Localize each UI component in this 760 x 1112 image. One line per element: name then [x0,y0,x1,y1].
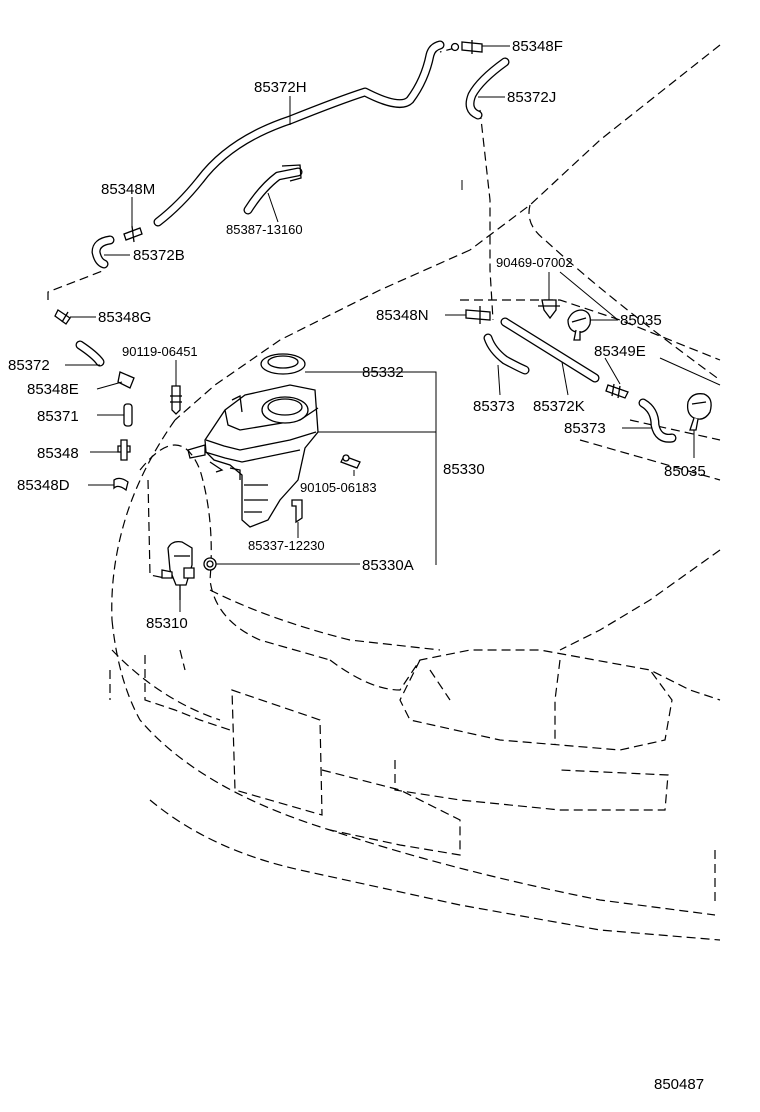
connector-85348M [123,225,143,243]
label-85348E: 85348E [27,381,79,398]
label-85348F: 85348F [512,38,563,55]
connector-85348G [54,309,71,325]
label-85348G: 85348G [98,309,151,326]
washer-pump-85310 [161,540,195,600]
label-85371: 85371 [37,408,79,425]
clip-90105-06183 [340,454,361,469]
label-85348N: 85348N [376,307,429,324]
connector-85348F [450,40,483,54]
label-85332: 85332 [362,364,404,381]
label-85372: 85372 [8,357,50,374]
vehicle-outline [47,44,721,941]
part-labels: 85348F 85372H 85372J 85348M 85387-13160 … [8,38,706,1093]
washer-nozzle-85035-lower [686,393,712,431]
bracket-85337-12230 [291,499,303,524]
hose-routing-lines [439,47,494,321]
label-85330: 85330 [443,461,485,478]
hose-85373-left [483,333,530,375]
label-85372H: 85372H [254,79,307,96]
hose-85372 [75,340,105,367]
hose-85372B [91,235,115,269]
washer-nozzle-85035-upper [567,309,591,341]
label-85348M: 85348M [101,181,155,198]
connector-85348N [465,306,491,324]
label-85035-lower: 85035 [664,463,706,480]
hose-85387-13160 [243,164,303,215]
label-85372J: 85372J [507,89,556,106]
clip-90469-07002 [538,299,560,320]
label-85348D: 85348D [17,477,70,494]
label-85330A: 85330A [362,557,414,574]
clip-90119-06451 [170,385,182,415]
connector-85349E [605,383,629,399]
label-85372B: 85372B [133,247,185,264]
label-90469-07002: 90469-07002 [496,255,573,270]
hose-85373-right [638,398,677,443]
leader-lines [65,45,721,612]
hose-85372K [500,317,600,383]
label-85373-right: 85373 [564,420,606,437]
label-85310: 85310 [146,615,188,632]
label-85348: 85348 [37,445,79,462]
grommet-85330A [203,557,217,571]
label-85372K: 85372K [533,398,585,415]
label-90105-06183: 90105-06183 [300,480,377,495]
label-90119-06451: 90119-06451 [122,344,198,359]
label-85387-13160: 85387-13160 [226,222,303,237]
label-85349E: 85349E [594,343,646,360]
tank-cap-85332 [260,353,306,375]
label-85373-left: 85373 [473,398,515,415]
washer-tank-85330 [187,384,319,528]
connector-85348 [117,439,131,461]
connector-85348E [117,371,135,389]
connector-85348D [113,477,129,492]
hose-85372J [465,57,510,120]
diagram-id: 850487 [654,1076,704,1093]
hose-85372H [153,40,445,227]
label-85337-12230: 85337-12230 [248,538,325,553]
label-85035-upper: 85035 [620,312,662,329]
hose-85371 [123,403,133,427]
